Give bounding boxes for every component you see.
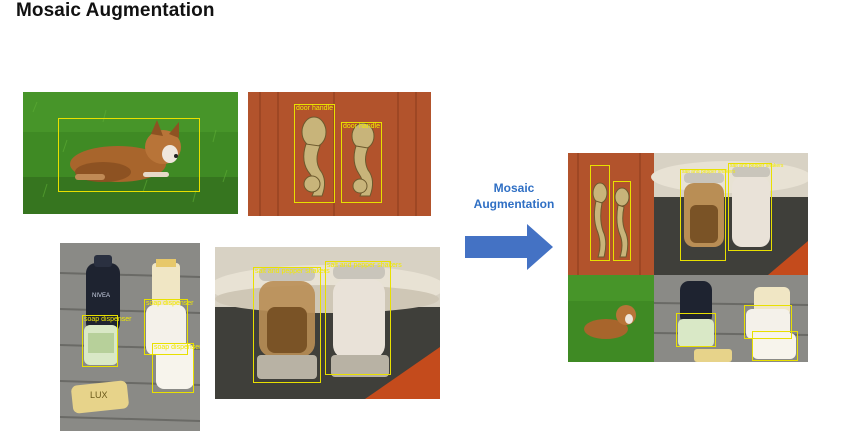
- source-image-soap-deck: NIVEA LUX soap dispenser soap dispenser …: [60, 243, 200, 431]
- bbox-dog: [58, 118, 200, 192]
- bbox-soap-dispenser-2: [144, 299, 188, 355]
- mosaic-output-image: salt and pepper shakers salt and pepper …: [568, 153, 808, 362]
- mosaic-bbox-label-salt-pepper-2: salt and pepper shakers: [730, 163, 784, 169]
- bbox-label-salt-pepper-1: salt and pepper shakers: [255, 268, 330, 275]
- mosaic-bbox-soap-dispenser-3: [752, 331, 798, 361]
- mosaic-bbox-door-handle-2: [613, 181, 631, 261]
- source-image-dog: [23, 92, 238, 214]
- bbox-label-salt-pepper-2: salt and pepper shakers: [327, 262, 402, 269]
- arrow-label-line2: Augmentation: [473, 197, 555, 211]
- source-image-shakers: salt and pepper shakers salt and pepper …: [215, 247, 440, 399]
- mosaic-bbox-salt-pepper-2: [728, 163, 772, 251]
- mosaic-bbox-soap-dispenser-1: [676, 313, 716, 347]
- bbox-soap-dispenser-3: [152, 343, 194, 393]
- arrow-label: Mosaic Augmentation: [454, 180, 574, 212]
- bbox-door-handle-2: [341, 122, 382, 203]
- source-image-door-handles: door handle door handle: [248, 92, 431, 216]
- mosaic-bbox-label-salt-pepper-1: salt and pepper shakers: [682, 169, 736, 175]
- bbox-label-soap-dispenser-1: soap dispenser: [84, 316, 132, 323]
- brand-lux: LUX: [90, 390, 108, 400]
- page-title: Mosaic Augmentation: [16, 0, 215, 21]
- bbox-soap-dispenser-1: [82, 315, 118, 367]
- arrow-label-line1: Mosaic: [493, 181, 535, 195]
- bbox-label-soap-dispenser-3: soap dispenser: [154, 344, 200, 351]
- mosaic-bbox-soap-dispenser-2: [744, 305, 792, 339]
- mosaic-bbox-salt-pepper-1: [680, 169, 726, 261]
- bbox-label-door-handle-1: door handle: [296, 105, 333, 112]
- bbox-label-soap-dispenser-2: soap dispenser: [146, 300, 194, 307]
- bbox-salt-pepper-2: [325, 261, 391, 375]
- right-arrow-icon: [465, 224, 553, 270]
- bbox-label-door-handle-2: door handle: [343, 123, 380, 130]
- brand-nivea: NIVEA: [92, 293, 111, 299]
- mosaic-bbox-door-handle-1: [590, 165, 610, 261]
- bbox-door-handle-1: [294, 104, 335, 203]
- bbox-salt-pepper-1: [253, 267, 321, 383]
